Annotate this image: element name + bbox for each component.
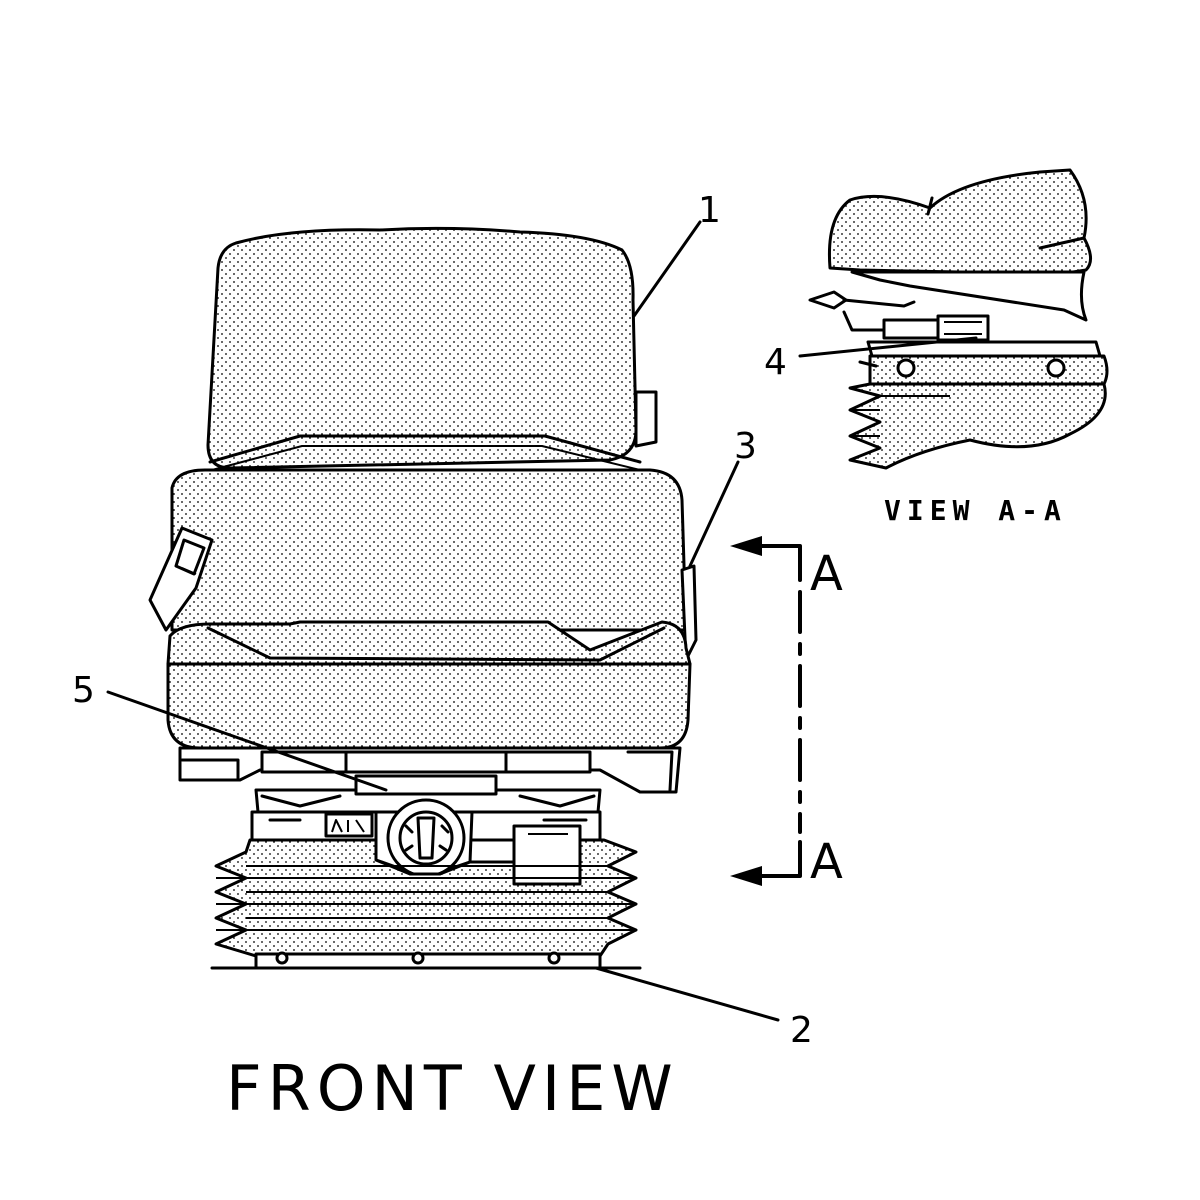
weight-indicator [512,824,582,886]
front-view-label: FRONT VIEW [226,1052,679,1125]
view-aa-label: VIEW A-A [884,494,1067,527]
detail-lever [808,290,848,310]
section-mark-top: A [810,546,843,602]
backrest-side-tag [634,390,658,448]
detail-cushion [827,168,1092,276]
callout-5: 5 [72,670,95,711]
callout-2: 2 [790,1010,813,1051]
detail-bellows [848,382,1107,470]
adjustment-knob [374,798,474,878]
section-cut-line [730,536,802,886]
callout-3: 3 [734,426,757,467]
seatbelt-buckle [148,526,214,632]
section-mark-bottom: A [810,834,843,890]
view-aa-detail [808,168,1109,470]
seat-cushion-front [166,662,692,750]
callout-1: 1 [698,190,721,231]
seat-cushion-top [166,620,692,666]
callout-4: 4 [764,342,787,383]
leader-4 [798,336,978,358]
leader-lines [106,220,780,1022]
backrest-upper [206,226,638,470]
backrest-lower [170,468,688,632]
seat-front-view [148,226,698,970]
suspension-bellows [214,838,638,958]
